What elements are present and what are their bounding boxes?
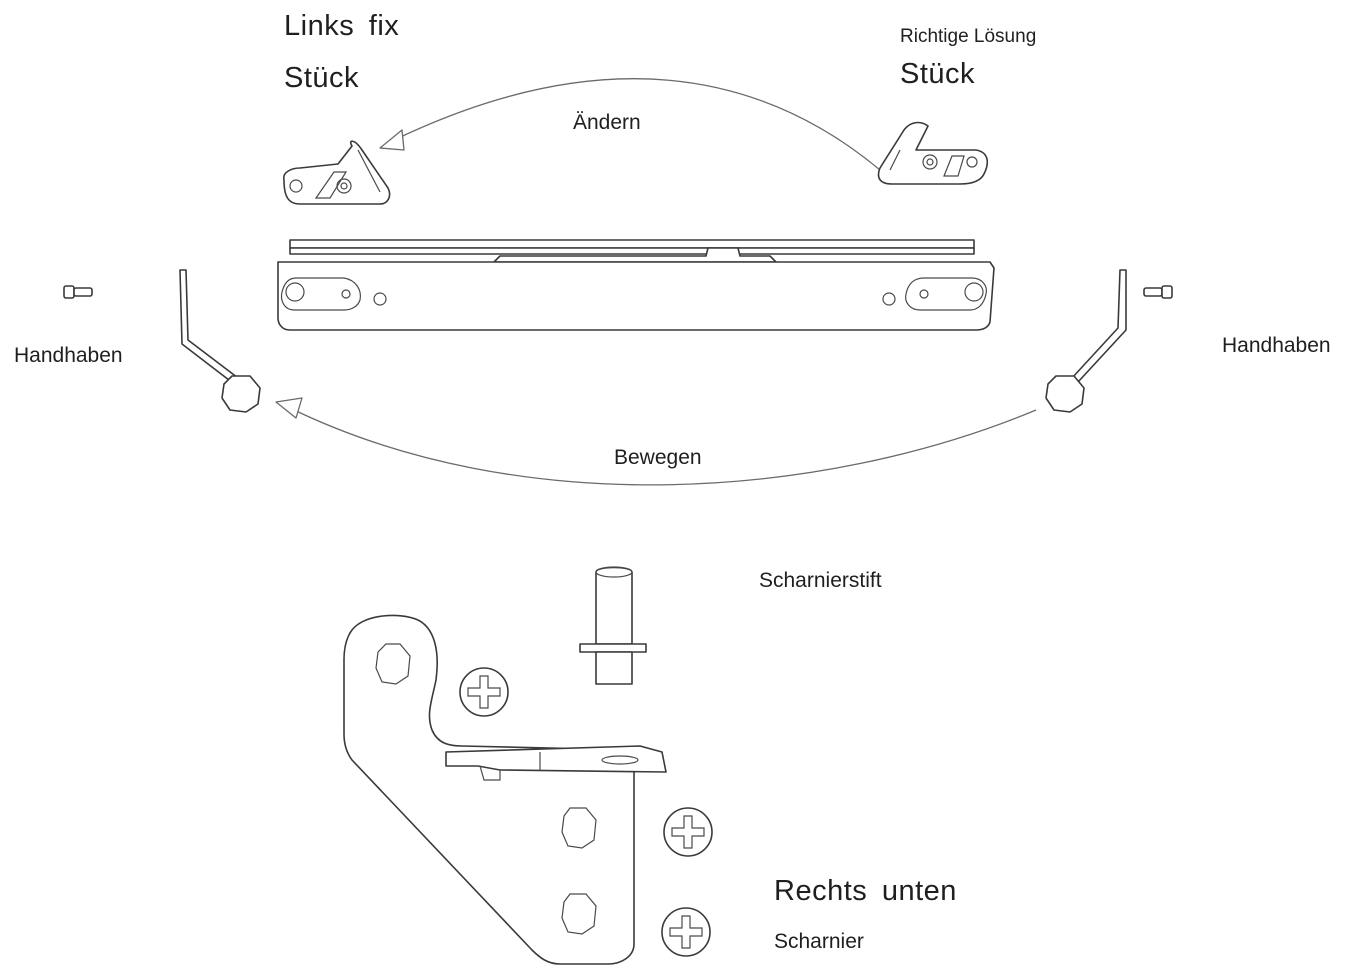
- phillips-screw-1: [459, 667, 509, 717]
- right-piece-subtitle: Stück: [900, 58, 976, 90]
- hinge-plate: [343, 614, 667, 965]
- move-arrow-label: Bewegen: [614, 446, 702, 469]
- right-handle-label: Handhaben: [1222, 334, 1331, 357]
- phillips-screw-3: [661, 907, 711, 957]
- left-latch-piece: [282, 140, 391, 205]
- change-arrow-label: Ändern: [573, 111, 641, 134]
- bottom-right-title: Rechts unten: [774, 875, 957, 907]
- right-small-screw: [1143, 285, 1173, 299]
- change-arrow: [379, 78, 881, 171]
- hinge-pin-label: Scharnierstift: [759, 569, 882, 592]
- hinge-label: Scharnier: [774, 930, 864, 953]
- right-piece-title: Richtige Lösung: [900, 26, 1037, 47]
- left-handle-label: Handhaben: [14, 344, 123, 367]
- right-latch-piece: [877, 121, 989, 185]
- left-piece-subtitle: Stück: [284, 62, 360, 94]
- main-rail: [277, 239, 995, 331]
- left-piece-title: Links fix: [284, 10, 400, 42]
- left-small-screw: [63, 285, 93, 299]
- left-handle: [179, 269, 261, 413]
- phillips-screw-2: [663, 807, 713, 857]
- right-handle: [1045, 269, 1127, 413]
- hinge-pin: [579, 566, 647, 685]
- move-arrow: [275, 397, 1037, 486]
